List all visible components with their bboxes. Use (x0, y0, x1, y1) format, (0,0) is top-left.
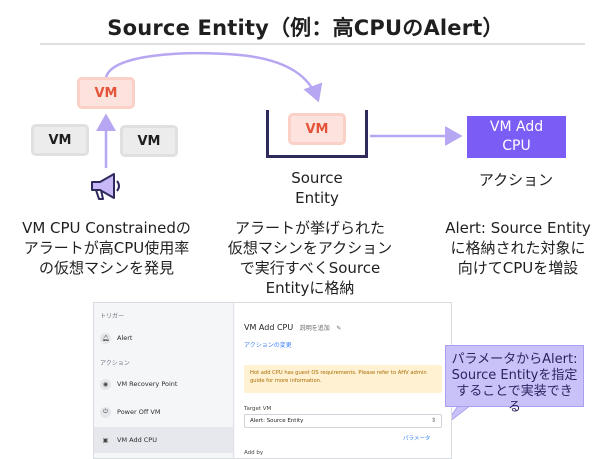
title-divider (40, 43, 585, 45)
action-title: VM Add CPU 説明を追加 ✎ (244, 323, 341, 332)
warning-banner: Hot add CPU has guest OS requirements. P… (244, 365, 442, 393)
curve-arrow (104, 51, 323, 103)
desc-middle: アラートが挙げられた 仮想マシンをアクション で実行すべくSource Enti… (227, 219, 393, 297)
playbook-sidebar: トリガー 🔔︎ Alert アクション ◉ VM Recovery Point … (94, 303, 234, 458)
power-icon: ⏻ (100, 406, 111, 418)
sidebar-item-vm-add-cpu[interactable]: ▣ VM Add CPU (94, 427, 233, 453)
diagram-title: Source Entity（例：高CPUのAlert） (107, 16, 504, 40)
action-vm-add-cpu-box: VM Add CPU (467, 116, 566, 158)
pencil-icon[interactable]: ✎ (336, 325, 342, 332)
add-description-link[interactable]: 説明を追加 (299, 325, 330, 332)
add-by-label: Add by (244, 450, 264, 456)
vm-source-entity-box: VM (288, 113, 346, 145)
sidebar-item-label: Power Off VM (117, 408, 161, 416)
source-entity-container (266, 110, 368, 158)
vm-box-right: VM (120, 125, 178, 157)
desc-right: Alert: Source Entity に格納された対象に 向けてCPUを増設 (445, 219, 591, 277)
source-entity-label: Source Entity (291, 169, 343, 207)
action-label: アクション (478, 171, 554, 189)
sidebar-item-label: Alert (117, 334, 133, 342)
vm-alert-box: VM (77, 77, 135, 109)
target-vm-select[interactable]: Alert: Source Entity ⇕ (244, 414, 442, 428)
bell-icon: 🔔︎ (100, 332, 111, 344)
sidebar-item-label: VM Add CPU (117, 436, 157, 444)
sidebar-section-action: アクション (100, 360, 130, 367)
playbook-screenshot: トリガー 🔔︎ Alert アクション ◉ VM Recovery Point … (93, 302, 452, 459)
action-title-text: VM Add CPU (244, 323, 294, 332)
sidebar-item-vm-recovery-point[interactable]: ◉ VM Recovery Point (94, 371, 233, 397)
target-vm-label: Target VM (244, 406, 272, 412)
target-vm-value: Alert: Source Entity (250, 418, 304, 424)
parameter-link[interactable]: パラメータ (403, 436, 431, 442)
sidebar-section-trigger: トリガー (100, 313, 125, 320)
callout-note: パラメータからAlert: Source Entityを指定 することで実装でき… (445, 345, 584, 415)
sidebar-item-label: VM Recovery Point (117, 380, 178, 388)
sidebar-item-alert[interactable]: 🔔︎ Alert (94, 325, 233, 351)
playbook-main: VM Add CPU 説明を追加 ✎ アクションの変更 Hot add CPU … (235, 303, 451, 458)
chevron-updown-icon: ⇕ (430, 417, 436, 424)
cpu-icon: ▣ (100, 434, 111, 446)
camera-icon: ◉ (100, 378, 111, 390)
desc-left: VM CPU Constrainedの アラートが高CPU使用率 の仮想マシンを… (22, 219, 191, 277)
vm-box-left: VM (31, 124, 89, 156)
change-action-link[interactable]: アクションの変更 (244, 342, 292, 349)
sidebar-item-power-off-vm[interactable]: ⏻ Power Off VM (94, 399, 233, 425)
